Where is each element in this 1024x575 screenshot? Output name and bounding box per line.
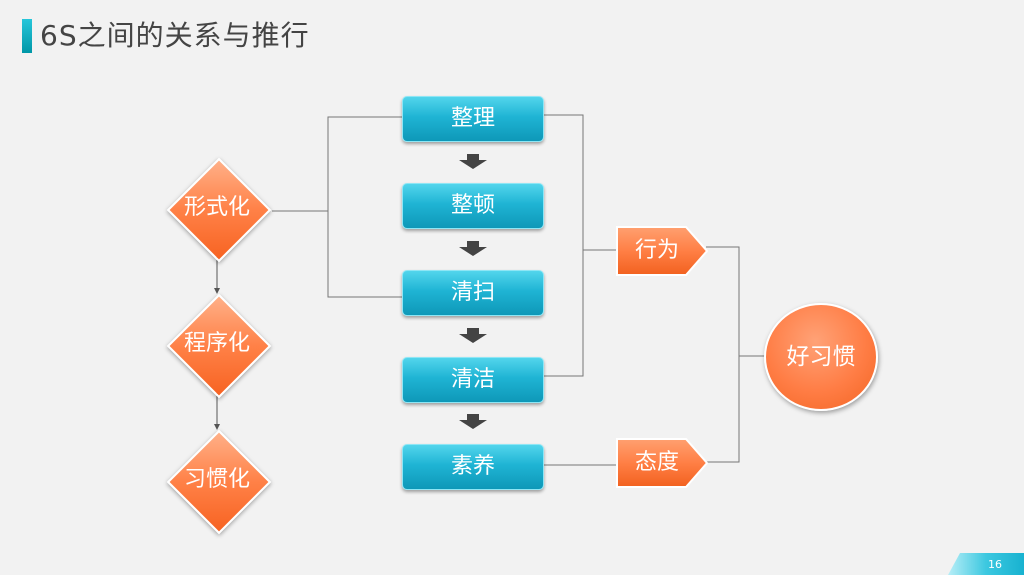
stage-diamond-3: 习惯化 (166, 429, 272, 535)
stage-diamond-2: 程序化 (166, 293, 272, 399)
aspect-label-1: 行为 (634, 238, 679, 263)
stage-label-3: 习惯化 (183, 467, 250, 492)
stage-label-1: 形式化 (183, 195, 250, 220)
page-number-tab (948, 553, 1024, 575)
stage-diamond-1: 形式化 (166, 157, 272, 263)
step-box-4: 清洁 (402, 357, 544, 403)
aspect-arrow-1: 行为 (616, 226, 708, 276)
stage-label-2: 程序化 (183, 331, 250, 356)
step-box-1: 整理 (402, 96, 544, 142)
aspect-arrow-2: 态度 (616, 438, 708, 488)
page-number: 16 (988, 558, 1002, 571)
step-box-2: 整顿 (402, 183, 544, 229)
result-circle: 好习惯 (764, 303, 878, 411)
page-title: 6S之间的关系与推行 (40, 19, 310, 52)
step-box-3: 清扫 (402, 270, 544, 316)
aspect-label-2: 态度 (634, 450, 679, 475)
title-accent-bar (22, 19, 32, 53)
step-box-5: 素养 (402, 444, 544, 490)
